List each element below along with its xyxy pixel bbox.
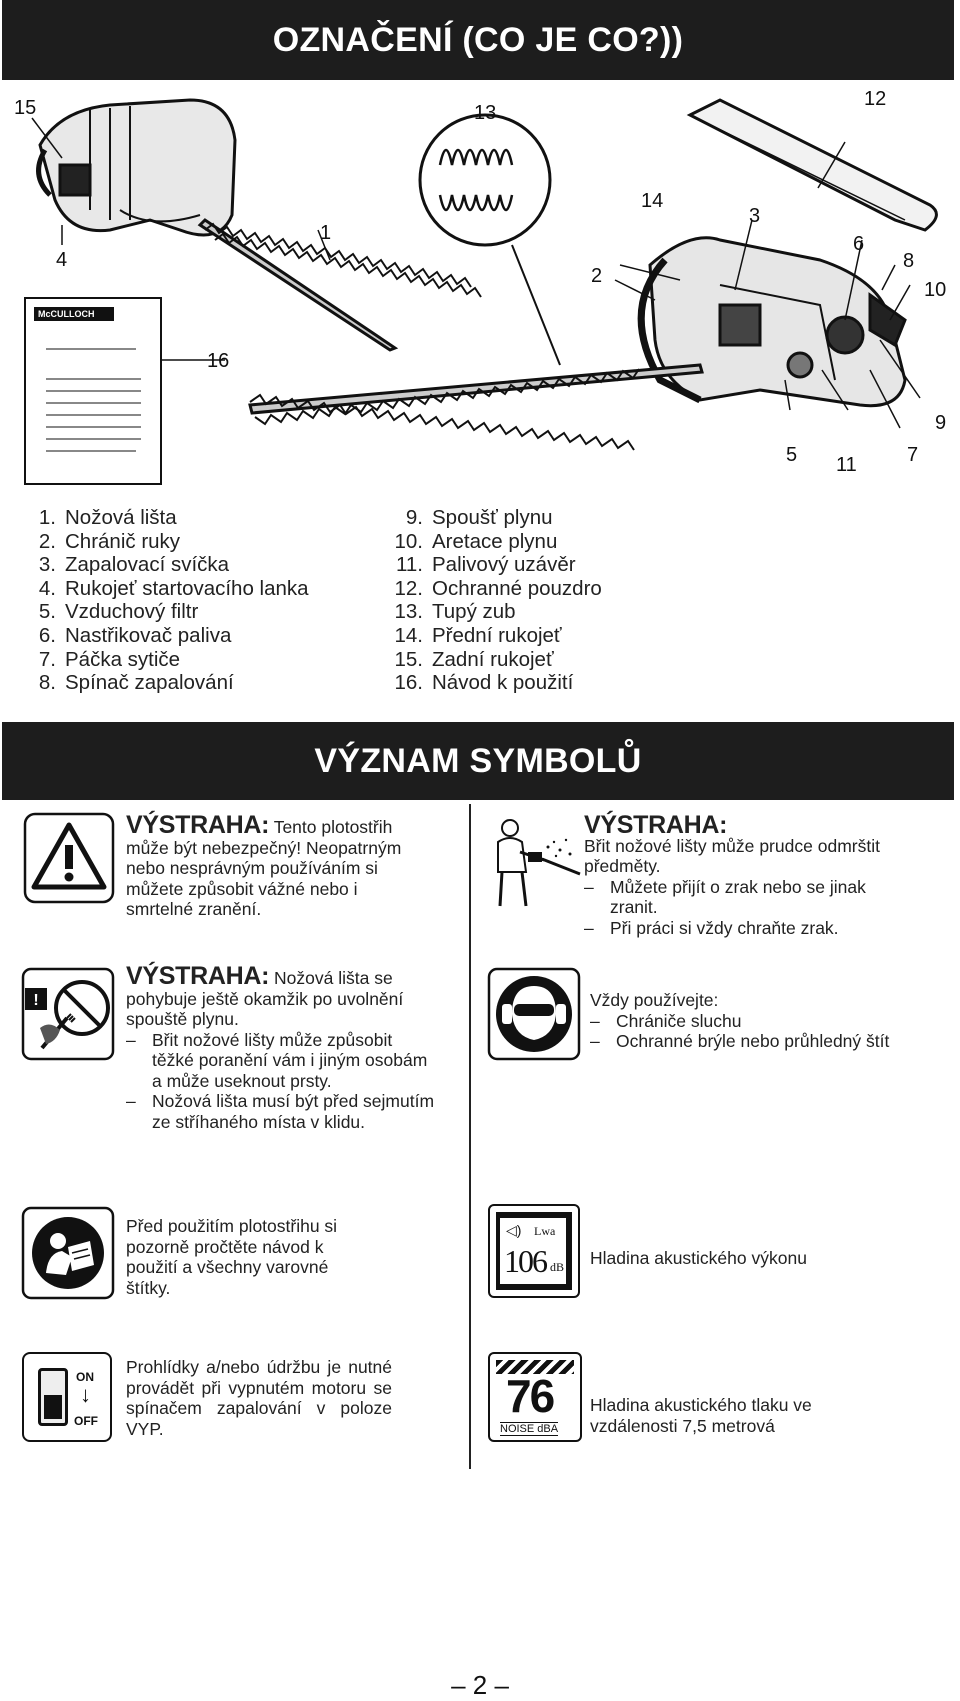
protection-intro: Vždy používejte:	[590, 990, 719, 1010]
protection-text: Vždy používejte: –Chrániče sluchu –Ochra…	[590, 990, 890, 1052]
warning-heading: VÝSTRAHA:	[584, 811, 728, 839]
warning-blade: VÝSTRAHA: Nožová lišta se pohybuje ještě…	[126, 964, 436, 1132]
warning-triangle-icon	[23, 812, 115, 904]
callout-2: 2	[591, 265, 603, 287]
maintenance-text: Prohlídky a/nebo údržbu je nutné provádě…	[126, 1357, 392, 1439]
list-item: 13.Tupý zub	[394, 600, 516, 624]
ear-eye-protection-icon	[487, 967, 581, 1061]
warning-text: Tento plotostřih může být nebezpečný! Ne…	[126, 817, 402, 919]
lwa-symbol: Lwa	[534, 1224, 556, 1238]
hedge-trimmer-illustration	[31, 98, 938, 451]
list-item: –Nožová lišta musí být před sejmutím ze …	[126, 1091, 435, 1132]
list-item: 8.Spínač zapalování	[38, 671, 234, 695]
column-divider	[469, 804, 471, 1469]
page-title: OZNAČENÍ (CO JE CO?))	[272, 20, 684, 59]
list-item: –Chrániče sluchu	[590, 1010, 742, 1031]
section-header-parts: OZNAČENÍ (CO JE CO?))	[2, 0, 954, 80]
warning-general: VÝSTRAHA: Tento plotostřih může být nebe…	[126, 813, 428, 920]
lwa-value: 106	[504, 1243, 548, 1279]
callout-7: 7	[907, 444, 919, 466]
warning-text: Nožová lišta se pohybuje ještě okamžik p…	[126, 968, 404, 1029]
parts-list-left: 1.Nožová lišta 2.Chránič ruky 3.Zapalova…	[24, 506, 309, 695]
callout-15: 15	[14, 97, 37, 119]
diagonal-stripes	[496, 1360, 574, 1374]
list-item: 11.Palivový uzávěr	[396, 553, 576, 577]
list-item: 1.Nožová lišta	[38, 506, 177, 529]
svg-text:!: !	[33, 992, 38, 1009]
section-title: VÝZNAM SYMBOLŮ	[314, 741, 642, 780]
sound-power-text: Hladina akustického výkonu	[590, 1248, 807, 1268]
read-manual-text: Před použitím plotostřihu si pozorně pro…	[126, 1216, 338, 1298]
list-item: 15.Zadní rukojeť	[394, 647, 554, 671]
callout-12: 12	[864, 88, 887, 110]
callout-6: 6	[853, 233, 865, 255]
warning-text: Břit nožové lišty může prudce odmrštit p…	[584, 835, 880, 877]
arrow-down-icon: ↓	[80, 1382, 91, 1407]
list-item: 12.Ochranné pouzdro	[394, 576, 602, 600]
callout-1: 1	[320, 222, 332, 244]
on-off-switch-icon: ON ↓ OFF	[22, 1352, 112, 1442]
callout-8: 8	[903, 250, 915, 272]
manual-thumbnail: McCULLOCH	[24, 297, 162, 485]
thumbnail-lines	[46, 348, 141, 452]
list-item: 3.Zapalovací svíčka	[38, 553, 230, 577]
callout-3: 3	[749, 205, 761, 227]
brand-logo: McCULLOCH	[34, 307, 114, 321]
lwa-unit: dB	[550, 1260, 565, 1274]
list-item: –Břit nožové lišty může způsobit těžké p…	[126, 1029, 428, 1091]
parts-list-right: 9.Spoušť plynu 10.Aretace plynu 11.Paliv…	[388, 506, 602, 695]
noise-level-text: Hladina akustického tlaku ve vzdálenosti…	[590, 1395, 812, 1436]
noise-unit: NOISE dBA	[500, 1422, 559, 1436]
list-item: –Při práci si vždy chraňte zrak.	[584, 917, 839, 938]
blade-hand-warning-icon: !	[21, 967, 115, 1061]
page-number: – 2 –	[451, 1670, 509, 1700]
callout-4: 4	[56, 249, 68, 271]
list-item: 16.Návod k použití	[394, 671, 574, 695]
list-item: 9.Spoušť plynu	[405, 506, 553, 529]
callout-11: 11	[836, 454, 857, 476]
on-label: ON	[76, 1370, 94, 1384]
speaker-icon: ◁)	[506, 1222, 522, 1238]
warning-heading: VÝSTRAHA:	[126, 811, 270, 839]
list-item: 14.Přední rukojeť	[394, 623, 562, 647]
list-item: 7.Páčka sytiče	[38, 647, 181, 671]
sound-power-label: ◁) Lwa 106 dB	[488, 1204, 580, 1298]
warning-projectiles: VÝSTRAHA: Břit nožové lišty může prudce …	[584, 811, 880, 938]
off-label: OFF	[74, 1414, 98, 1428]
warning-heading: VÝSTRAHA:	[126, 962, 270, 990]
callout-16: 16	[207, 350, 230, 372]
callout-10: 10	[924, 279, 947, 301]
callout-9: 9	[935, 412, 947, 434]
noise-value: 76	[506, 1370, 555, 1422]
noise-level-label: 76 NOISE dBA	[488, 1352, 582, 1442]
callout-5: 5	[786, 444, 798, 466]
list-item: 4.Rukojeť startovacího lanka	[38, 576, 309, 600]
list-item: 5.Vzduchový filtr	[38, 600, 199, 624]
list-item: 10.Aretace plynu	[394, 529, 558, 553]
list-item: –Ochranné brýle nebo průhledný štít	[590, 1031, 890, 1051]
callout-13: 13	[474, 102, 497, 124]
section-header-symbols: VÝZNAM SYMBOLŮ	[2, 722, 954, 800]
callout-14: 14	[641, 190, 664, 212]
read-manual-icon	[21, 1206, 115, 1300]
list-item: 6.Nastřikovač paliva	[38, 623, 232, 647]
list-item: 2.Chránič ruky	[38, 529, 181, 553]
operator-debris-icon	[497, 819, 581, 907]
switch-body	[38, 1368, 68, 1426]
list-item: –Můžete přijít o zrak nebo se jinak zran…	[584, 876, 866, 918]
